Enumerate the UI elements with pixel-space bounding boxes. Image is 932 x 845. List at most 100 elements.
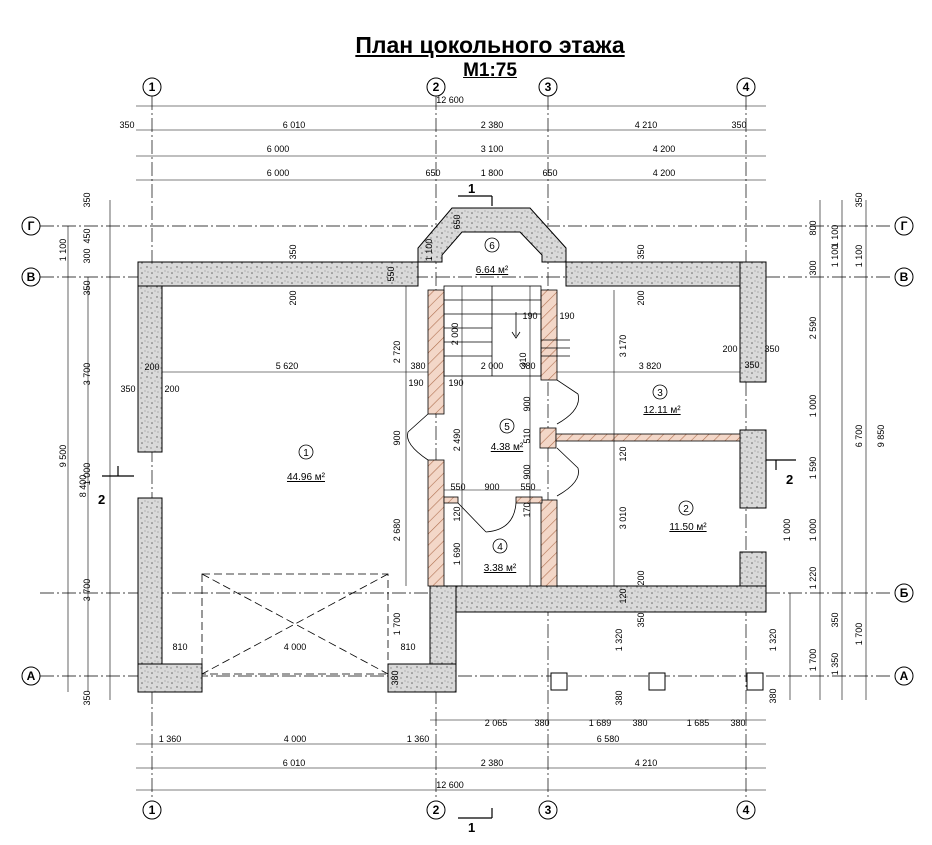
axis-b-right: Б: [900, 586, 909, 600]
dim-top-r1-0: 350: [119, 120, 134, 130]
dim-right-inner-8: 350: [830, 612, 840, 627]
dim-wall-350: 350: [288, 244, 298, 259]
dim-2000-horiz: 2 000: [481, 361, 504, 371]
dim-1320: 1 320: [614, 629, 624, 652]
dim-190b: 190: [448, 378, 463, 388]
dim-top-r1-3: 4 210: [635, 120, 658, 130]
dim-right-inner-4: 1 000: [808, 395, 818, 418]
dims-right: 9 850 6 700 350 800 300 2 590 1 000 1 59…: [768, 192, 886, 703]
axis-bubbles: [21, 77, 914, 820]
dim-200e: 200: [636, 570, 646, 585]
dim-left-inner-3: 350: [82, 280, 92, 295]
dim-right-inner-0: 350: [854, 192, 864, 207]
scale-label: М1:75: [463, 60, 517, 81]
dim-810b: 810: [400, 642, 415, 652]
dims-inner: 5 620 350 200 200 350 200 350 200 350 2 …: [120, 214, 840, 705]
dim-top-r3-0: 6 000: [267, 168, 290, 178]
room-numbers: 1 2 3 4 5 6: [303, 241, 689, 553]
dim-350e: 350: [636, 612, 646, 627]
dim-right-inner-2: 300: [808, 260, 818, 275]
axis-4-bottom: 4: [743, 803, 750, 817]
dim-510: 510: [522, 428, 532, 443]
dim-900c: 900: [484, 482, 499, 492]
section-labels: 1 1 2 2: [98, 181, 793, 835]
dim-380d: 380: [390, 670, 400, 685]
dim-right-g2: 1 100: [854, 245, 864, 268]
axis-v-left: В: [27, 270, 36, 284]
dim-wall-350b: 350: [120, 384, 135, 394]
axis-g-left: Г: [28, 219, 35, 233]
dim-top-r2-2: 4 200: [653, 144, 676, 154]
axis-labels: 1 2 3 4 1 2 3 4 Г В А Г В Б А: [27, 80, 909, 817]
garage-markings: [201, 573, 389, 675]
room-1-area: 44.96 м²: [287, 472, 326, 483]
axis-2-bottom: 2: [433, 803, 440, 817]
interior-walls: [427, 289, 741, 587]
axis-g-right: Г: [901, 219, 908, 233]
dim-right-inner-1: 800: [808, 220, 818, 235]
section-1-bottom: 1: [468, 820, 475, 835]
dim-bottom-r1-0: 2 065: [485, 718, 508, 728]
doors: [407, 379, 579, 533]
room-4-area: 3.38 м²: [484, 563, 517, 574]
dim-right-mid: 6 700: [854, 425, 864, 448]
axis-v-right: В: [900, 270, 909, 284]
dim-right-inner-6: 1 000: [808, 519, 818, 542]
axis-2-top: 2: [433, 80, 440, 94]
dim-bottom-r1-4: 1 685: [687, 718, 710, 728]
dim-left-inner-7: 350: [82, 690, 92, 705]
dim-top-r3-2: 1 800: [481, 168, 504, 178]
dim-1700: 1 700: [392, 613, 402, 636]
dims-bottom: 2 065 380 1 689 380 1 685 380 1 360 4 00…: [159, 718, 746, 790]
dim-190d: 190: [559, 311, 574, 321]
room-1-number: 1: [303, 448, 309, 459]
dim-bottom-r1-5: 380: [730, 718, 745, 728]
dim-right-inner-5: 1 590: [808, 457, 818, 480]
dim-bottom-r2-0: 1 360: [159, 734, 182, 744]
section-markers: [102, 195, 796, 819]
room-4-number: 4: [497, 542, 503, 553]
dim-top-total: 12 600: [436, 95, 464, 105]
dim-lines-bottom: [136, 719, 766, 791]
dim-top-r1-2: 2 380: [481, 120, 504, 130]
room-5-area: 4.38 м²: [491, 442, 524, 453]
dim-bottom-r2-2: 1 360: [407, 734, 430, 744]
dim-left-mid: 8 400: [78, 475, 88, 498]
dim-1100: 1 100: [424, 239, 434, 262]
dim-bottom-r1-2: 1 689: [589, 718, 612, 728]
dim-left-g: 1 100: [58, 239, 68, 262]
dim-wall-200b: 200: [144, 362, 159, 372]
dim-170: 170: [522, 502, 532, 517]
dim-bottom-r3-0: 6 010: [283, 758, 306, 768]
dim-right-outer: 9 850: [876, 425, 886, 448]
dim-lines-right: [789, 200, 867, 700]
dim-310: 310: [518, 352, 528, 367]
dim-190a: 190: [408, 378, 423, 388]
dim-bottom-total: 12 600: [436, 780, 464, 790]
dim-900d: 900: [522, 464, 532, 479]
dim-2490: 2 490: [452, 429, 462, 452]
dim-bottom-r2-1: 4 000: [284, 734, 307, 744]
dim-120c: 120: [618, 588, 628, 603]
section-1-top: 1: [468, 181, 475, 196]
axis-a-left: А: [27, 669, 36, 683]
dim-1100b: 1 100: [830, 245, 840, 268]
dim-right-inner-3: 2 590: [808, 317, 818, 340]
dim-wall-200: 200: [288, 290, 298, 305]
dim-120b: 120: [452, 506, 462, 521]
dim-900b: 900: [522, 396, 532, 411]
dim-bottom-r3-2: 4 210: [635, 758, 658, 768]
dims-left: 9 500 8 400 350 450 300 350 3 700 1 000 …: [58, 192, 92, 705]
room-3-number: 3: [657, 388, 663, 399]
exterior-walls: [137, 207, 767, 693]
dim-wall-200d: 200: [636, 290, 646, 305]
dim-left-inner-0: 350: [82, 192, 92, 207]
columns: [550, 672, 764, 691]
dim-left-inner-4: 3 700: [82, 363, 92, 386]
dim-top-r3-4: 4 200: [653, 168, 676, 178]
room-areas: 44.96 м² 11.50 м² 12.11 м² 3.38 м² 4.38 …: [287, 265, 707, 574]
axis-1-top: 1: [149, 80, 156, 94]
room-lines: [162, 286, 740, 586]
dim-top-r3-3: 650: [542, 168, 557, 178]
